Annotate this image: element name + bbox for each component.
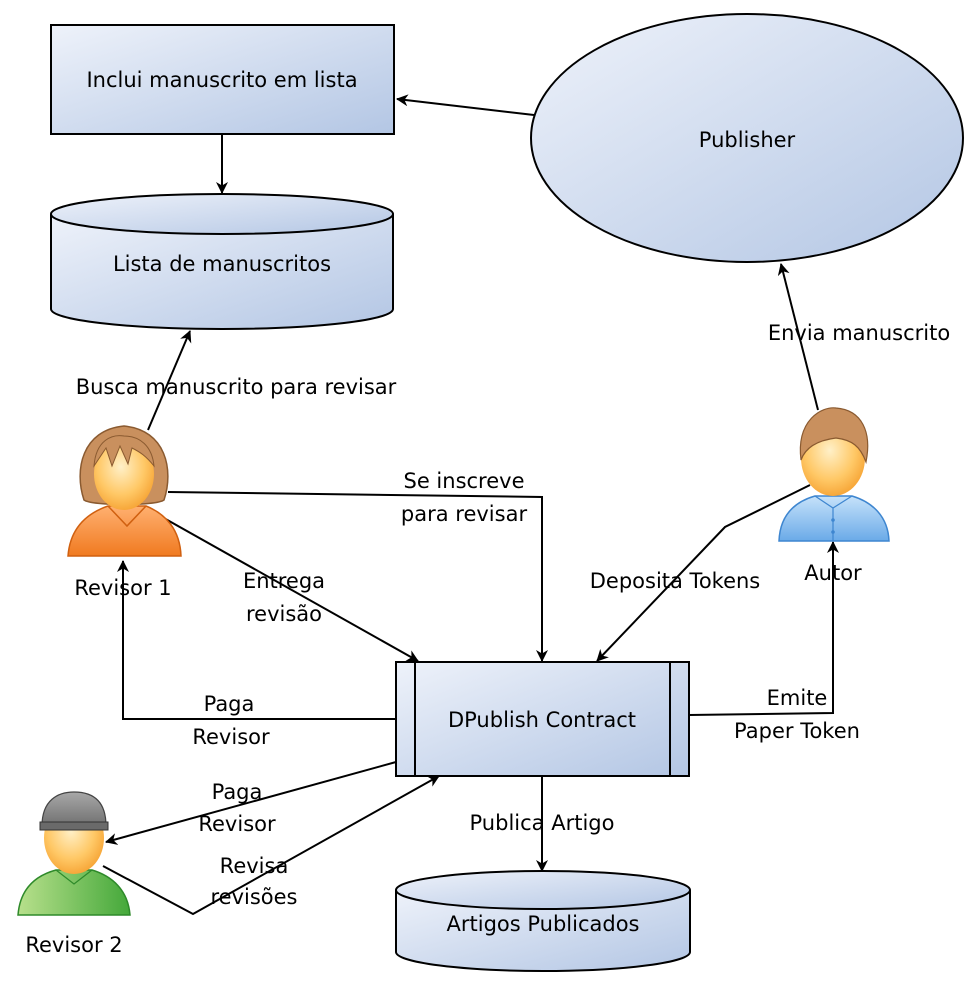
edge-publisher-to-inclui [396,94,535,116]
edge-label-entrega-1: Entrega [243,569,325,593]
edge-label-paga2-1: Paga [212,780,263,804]
edge-label-inscreve-1: Se inscreve [404,469,525,493]
edge-label-revisa-1: Revisa [220,854,289,878]
edge-revisa [102,775,440,916]
edge-label-publica: Publica Artigo [470,811,615,835]
revisor1-label: Revisor 1 [74,576,171,600]
autor-icon [778,407,890,542]
edge-label-busca: Busca manuscrito para revisar [76,375,397,399]
edge-emite [688,541,839,716]
node-contract-label: DPublish Contract [448,708,636,732]
edge-label-emite-2: Paper Token [734,719,860,743]
edge-paga-revisor2 [105,761,397,845]
node-publisher: Publisher [530,13,964,263]
node-publisher-label: Publisher [699,128,796,152]
autor-label: Autor [804,561,862,585]
node-artigos-label: Artigos Publicados [447,912,640,936]
revisor2-icon [17,791,131,916]
edge-envia [777,263,819,411]
edge-label-envia: Envia manuscrito [768,321,950,345]
node-inclui-label: Inclui manuscrito em lista [86,68,357,92]
node-lista-label: Lista de manuscritos [113,252,331,276]
edge-deposita [596,484,811,662]
edge-busca [147,330,192,431]
edge-label-deposita: Deposita Tokens [590,569,761,593]
edge-label-paga1-2: Revisor [192,725,270,749]
edge-label-paga1-1: Paga [204,692,255,716]
edge-inscreve [167,491,548,662]
revisor2-label: Revisor 2 [25,933,122,957]
node-contract: DPublish Contract [395,661,690,777]
edge-entrega [145,507,419,662]
edge-label-inscreve-2: para revisar [401,502,528,526]
edge-label-emite-1: Emite [767,686,828,710]
node-lista: Lista de manuscritos [50,193,394,330]
edge-label-entrega-2: revisão [246,602,322,626]
node-inclui: Inclui manuscrito em lista [50,24,395,135]
revisor1-icon [67,425,182,557]
edge-paga-revisor1 [117,560,396,720]
edge-label-revisa-2: revisões [210,885,297,909]
edge-label-paga2-2: Revisor [198,812,276,836]
node-artigos: Artigos Publicados [395,870,691,972]
